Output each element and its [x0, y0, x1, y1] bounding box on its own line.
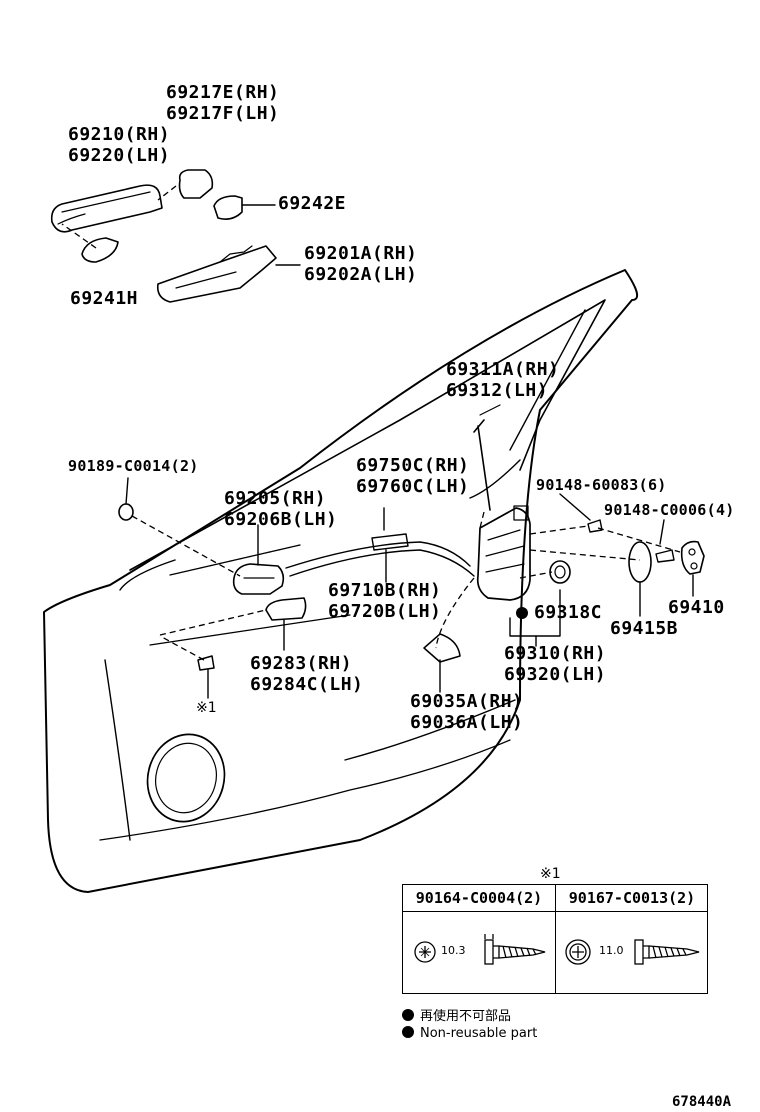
- label-90148-c0006: 90148-C0006(4): [604, 501, 735, 519]
- label-69217: 69217E(RH)69217F(LH): [166, 82, 280, 124]
- label-69415: 69415B: [610, 618, 679, 639]
- label-69201: 69201A(RH)69202A(LH): [304, 243, 418, 285]
- lock-washer: [549, 560, 571, 584]
- screw-90148-c0006: [655, 549, 675, 563]
- fastener-1-head-icon: [414, 941, 436, 963]
- lock-rod: [473, 419, 491, 511]
- lock-protector: [423, 633, 461, 663]
- label-69310: 69310(RH)69320(LH): [504, 643, 607, 685]
- label-69710: 69710B(RH)69720B(LH): [328, 580, 442, 622]
- outside-handle: [50, 184, 163, 233]
- handle-pad: [81, 237, 119, 263]
- speaker-opening: [146, 733, 226, 823]
- label-69242: 69242E: [278, 193, 347, 214]
- non-reusable-marker: [516, 607, 528, 619]
- label-69210: 69210(RH)69220(LH): [68, 124, 171, 166]
- table-title: ※1: [540, 866, 561, 882]
- label-90148-60083: 90148-60083(6): [536, 476, 667, 494]
- fastener-1-dimension: 10.3: [441, 944, 466, 957]
- handle-bezel: [265, 597, 307, 621]
- legend-dot-icon: [402, 1026, 414, 1038]
- label-69035: 69035A(RH)69036A(LH): [410, 691, 524, 733]
- label-69241: 69241H: [70, 288, 139, 309]
- label-69205: 69205(RH)69206B(LH): [224, 488, 338, 530]
- fastener-drawings: [414, 934, 700, 965]
- legend-dot-icon: [402, 1009, 414, 1021]
- diagram-code: 678440A: [672, 1094, 732, 1110]
- fastener-2-dimension: 11.0: [599, 944, 624, 957]
- legend-en: Non-reusable part: [402, 1026, 537, 1041]
- label-90189: 90189-C0014(2): [68, 457, 199, 475]
- door-lock-assembly: [476, 507, 531, 601]
- inside-handle-cable: [285, 541, 471, 569]
- legend-jp: 再使用不可部品: [402, 1005, 511, 1024]
- label-69318: 69318C: [516, 602, 602, 623]
- door-panel: [43, 269, 639, 893]
- screw-ref-1: [197, 655, 215, 671]
- fastener-part-1: 90164-C0004(2): [415, 889, 543, 907]
- cable-clamp: [371, 533, 409, 551]
- label-69750: 69750C(RH)69760C(LH): [356, 455, 470, 497]
- handle-frame: [156, 245, 277, 303]
- window-frame: [129, 299, 606, 571]
- handle-cover: [178, 169, 214, 199]
- key-cylinder-cap: [213, 195, 243, 220]
- fastener-part-2: 90167-C0013(2): [568, 889, 696, 907]
- fastener-2-head-icon: [565, 939, 591, 965]
- ref-mark-1: ※1: [196, 700, 217, 716]
- inside-handle: [232, 563, 285, 595]
- grommet-90189: [118, 503, 134, 521]
- striker-shim: [628, 541, 652, 583]
- screw-90148-60083: [587, 519, 603, 533]
- door-striker: [680, 540, 705, 575]
- label-69283: 69283(RH)69284C(LH): [250, 653, 364, 695]
- label-69311: 69311A(RH)69312(LH): [446, 359, 560, 401]
- fastener-table: 90164-C0004(2) 90167-C0013(2) 10.3 11.0: [402, 884, 708, 994]
- label-69410: 69410: [668, 597, 725, 618]
